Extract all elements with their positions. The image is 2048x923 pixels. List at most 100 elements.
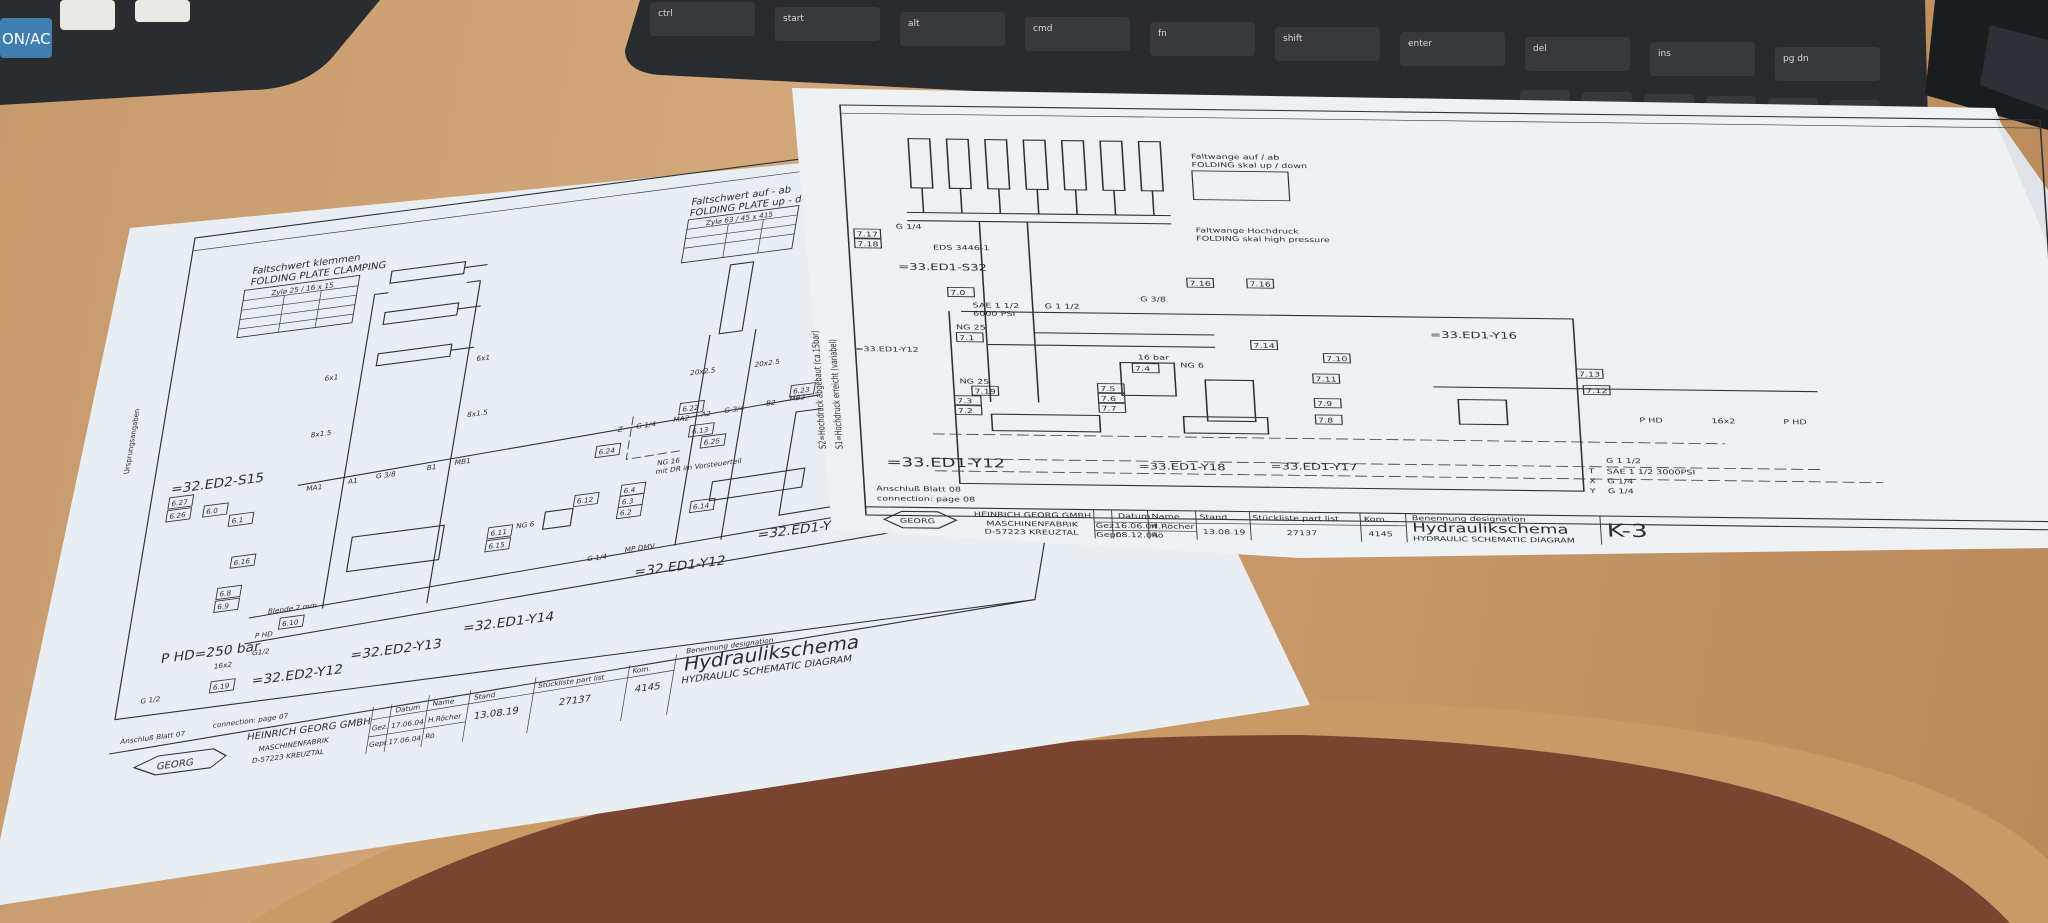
- ng-label: NG 25: [956, 323, 986, 331]
- keyboard-key: [1775, 47, 1880, 81]
- component-ref: 6.24: [598, 446, 616, 457]
- component-ref: 7.12: [1586, 387, 1608, 395]
- ng16-label: NG 16: [656, 456, 681, 468]
- header-name: Name: [1151, 512, 1180, 520]
- component-ref-box: [165, 507, 193, 523]
- component-ref: 6.8: [219, 588, 233, 598]
- component-ref-box: [971, 385, 1000, 396]
- component-ref: 6.25: [703, 436, 721, 447]
- component-ref-box: [208, 678, 236, 694]
- port-label: P HD: [1639, 416, 1663, 424]
- header-datum: Datum: [395, 703, 421, 715]
- drawing-frame: [839, 104, 2048, 531]
- component-ref: 7.3: [957, 397, 973, 405]
- component-ref-box: [167, 494, 195, 510]
- connection-en: connection: page 08: [877, 494, 976, 503]
- component-ref-box: [954, 405, 983, 416]
- on-ac-key: [0, 18, 52, 58]
- port-label: MP DMV: [624, 542, 656, 555]
- component-ref-box: [594, 442, 622, 459]
- stand-value: 13.08.19: [1203, 528, 1246, 537]
- gez-date: 16.06.04: [1115, 522, 1158, 531]
- row-gepr: Gepr.: [368, 738, 389, 749]
- component-ref: 7.8: [1318, 416, 1334, 424]
- georg-logo: [882, 510, 958, 529]
- pipe-dim: 6x1: [324, 373, 339, 383]
- port-label: B2: [765, 398, 776, 408]
- drawing-number: K-3: [1606, 521, 1648, 542]
- component-ref-box: [1313, 398, 1342, 409]
- directional-valve: [990, 413, 1270, 435]
- component-ref: 7.14: [1253, 341, 1275, 349]
- solenoid-label: =33.ED1-Y12: [886, 455, 1005, 471]
- keyboard-key: [1650, 42, 1755, 76]
- ng6-label: NG 6: [515, 519, 535, 530]
- component-ref: 7.0: [950, 288, 966, 296]
- component-ref-box: [688, 497, 716, 514]
- ng-label: NG 6: [1180, 361, 1204, 369]
- pipe-dim: 16x2: [213, 660, 233, 671]
- solenoid-ref: =33.ED1-Y12: [855, 345, 919, 354]
- gepr-name: Rö: [425, 731, 436, 741]
- component-ref-box: [227, 511, 255, 527]
- port-label: SAE 1 1/2 3000PSI: [1606, 467, 1695, 476]
- component-ref: 6.23: [792, 385, 810, 396]
- component-ref: 7.16: [1189, 279, 1211, 287]
- solenoid-label: =33.ED1-Y17: [1270, 461, 1358, 472]
- port-label: A1: [347, 476, 358, 486]
- component-ref-box: [202, 502, 229, 518]
- keyboard-key: [650, 2, 755, 36]
- header-kom: Kom.: [632, 664, 652, 675]
- calculator-key: [60, 0, 115, 30]
- port-label: G 1 1/2: [1044, 302, 1080, 310]
- header-name: Name: [432, 696, 456, 708]
- component-ref-box: [229, 553, 257, 569]
- component-ref: 6.27: [171, 497, 189, 508]
- phone: [1925, 0, 2048, 130]
- component-ref-box: [853, 238, 883, 249]
- pipe-dim: 8x1.5: [466, 408, 488, 419]
- solenoid-label: =33.ED1-Y16: [1430, 330, 1518, 341]
- component-ref: 6.15: [488, 540, 506, 551]
- component-ref-box: [1246, 278, 1275, 289]
- component-ref-box: [1097, 392, 1126, 404]
- logo-text: GEORG: [900, 516, 936, 524]
- keyboard-key: [900, 12, 1005, 46]
- component-ref-box: [1249, 339, 1279, 351]
- sensor-label: =33.ED1-S32: [898, 262, 987, 273]
- port-label: Y: [1588, 487, 1597, 495]
- component-ref: 7.6: [1101, 394, 1117, 402]
- component-ref: 6.3: [621, 496, 634, 506]
- component-ref: 6.9: [217, 601, 231, 611]
- component-ref: 6.22: [682, 403, 700, 414]
- component-ref-box: [946, 287, 976, 298]
- component-ref-box: [953, 395, 982, 406]
- component-ref-box: [486, 524, 514, 540]
- row-gepr: Gepr.: [1096, 530, 1122, 538]
- drawing-title-de: Hydraulikschema: [1412, 521, 1569, 537]
- port-label: MA2: [673, 413, 690, 424]
- component-ref-box: [1131, 363, 1160, 374]
- header-stand: Stand: [1199, 513, 1227, 521]
- cylinder-symbol: [1022, 139, 1049, 191]
- port-label: MA1: [306, 482, 323, 493]
- port-label: G 1/4: [1607, 477, 1633, 485]
- port-label: G 1/4: [635, 419, 657, 430]
- key-label: fn: [1158, 29, 1167, 39]
- component-ref: 6.14: [692, 501, 710, 512]
- component-ref: 6.0: [205, 506, 219, 516]
- component-ref: 7.17: [856, 230, 878, 238]
- component-ref-box: [1582, 385, 1611, 396]
- key-label: ctrl: [658, 9, 673, 19]
- directional-valve: [345, 524, 445, 573]
- updown-table: [1191, 170, 1291, 202]
- port-label: G 1 1/2: [1606, 456, 1642, 464]
- port-label: X: [1589, 477, 1597, 485]
- component-ref-box: [687, 422, 715, 438]
- gepr-name: Rö: [1151, 531, 1164, 539]
- right-title-block: Anschluß Blatt 08 connection: page 08 GE…: [865, 484, 2048, 545]
- key-label: pg dn: [1783, 54, 1809, 64]
- keyboard-key: [1025, 17, 1130, 51]
- pipe-dim: 8x1.5: [310, 428, 332, 439]
